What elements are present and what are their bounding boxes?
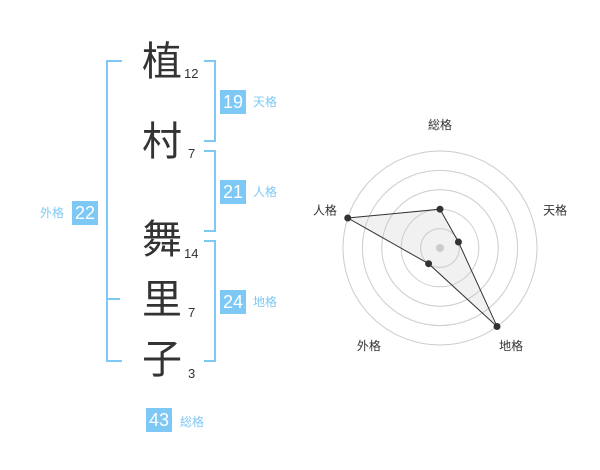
radar-axis-label: 総格: [428, 117, 452, 132]
gaikaku-value: 22: [72, 201, 99, 225]
radar-point: [493, 322, 501, 330]
radar-grid-ring: [381, 189, 499, 307]
kanji-2: 村: [142, 119, 182, 165]
chikaku-value: 24: [220, 290, 247, 314]
radar-series-area: [346, 208, 498, 327]
radar-center-dot: [436, 244, 444, 252]
kanji-5: 子: [142, 337, 182, 383]
radar-grid-ring: [342, 150, 538, 346]
radar-point: [454, 238, 462, 246]
kanji-1: 植: [142, 39, 182, 85]
jinkaku-value: 21: [220, 180, 247, 204]
tenkaku-value: 19: [220, 90, 247, 114]
radar-grid-ring: [361, 169, 519, 327]
gaikaku-bracket-mid-tick: [106, 298, 120, 300]
kanji-3: 舞: [142, 217, 182, 263]
strokes-3: 14: [184, 246, 199, 261]
strokes-5: 3: [188, 366, 196, 381]
radar-grid-ring: [420, 228, 460, 268]
soukaku-label: 総格: [180, 415, 205, 429]
soukaku-value: 43: [146, 408, 173, 432]
strokes-2: 7: [188, 146, 196, 161]
strokes-4: 7: [188, 305, 196, 320]
tenkaku-bracket: [204, 60, 216, 142]
chikaku-label: 地格: [253, 295, 278, 309]
radar-point: [436, 205, 444, 213]
radar-axis-label: 人格: [313, 203, 337, 218]
radar-point: [425, 260, 433, 268]
radar-axis-label: 天格: [543, 203, 567, 218]
chikaku-bracket: [204, 240, 216, 362]
radar-axis-label: 地格: [499, 338, 523, 353]
gaikaku-bracket: [106, 60, 122, 362]
radar-axis-label: 外格: [357, 338, 381, 353]
jinkaku-bracket: [204, 150, 216, 232]
gaikaku-label: 外格: [40, 206, 65, 220]
jinkaku-label: 人格: [253, 185, 278, 199]
strokes-1: 12: [184, 66, 199, 81]
tenkaku-label: 天格: [253, 95, 278, 109]
radar-point: [344, 214, 352, 222]
kanji-4: 里: [142, 277, 182, 323]
